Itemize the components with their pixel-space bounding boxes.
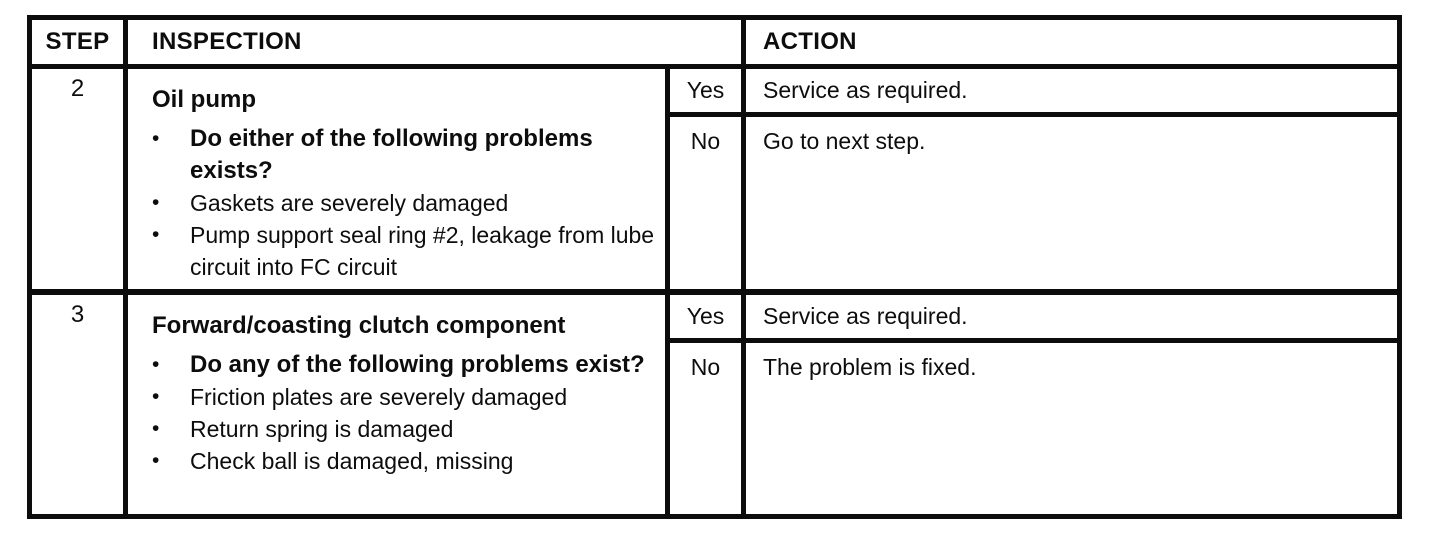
bullet-icon: • (152, 449, 160, 472)
bullet-icon: • (152, 191, 160, 214)
no-label: No (670, 343, 746, 514)
yes-label: Yes (670, 295, 746, 338)
inspection-action-table: STEP INSPECTION ACTION 2 Oil pump • Do e… (27, 15, 1402, 519)
inspection-title: Forward/coasting clutch component (152, 312, 566, 339)
decision-cells: Yes Service as required. No The problem … (670, 295, 1397, 514)
step-column-header: STEP (32, 20, 128, 64)
inspection-bullet-text: Do either of the following problems exis… (190, 125, 593, 184)
bullet-icon: • (152, 417, 160, 440)
decision-cells: Yes Service as required. No Go to next s… (670, 69, 1397, 289)
bullet-icon: • (152, 353, 160, 376)
inspection-column-header: INSPECTION (128, 20, 746, 64)
inspection-bullet-text: Check ball is damaged, missing (190, 448, 514, 474)
no-label: No (670, 117, 746, 289)
inspection-bullet: • Pump support seal ring #2, leakage fro… (152, 219, 655, 283)
inspection-bullet: • Return spring is damaged (152, 413, 655, 445)
action-column-header: ACTION (763, 28, 857, 55)
no-action-text: The problem is fixed. (763, 354, 977, 380)
yes-action-text: Service as required. (763, 77, 968, 103)
table-row-step-3: 3 Forward/coasting clutch component • Do… (32, 295, 1397, 514)
yes-action-text: Service as required. (763, 303, 968, 329)
inspection-bullet: • Do either of the following problems ex… (152, 123, 655, 187)
inspection-bullet: • Do any of the following problems exist… (152, 349, 655, 381)
table-header-row: STEP INSPECTION ACTION (32, 20, 1397, 69)
no-sub-row: No Go to next step. (670, 117, 1397, 289)
inspection-cell: Forward/coasting clutch component • Do a… (128, 295, 670, 514)
inspection-cell: Oil pump • Do either of the following pr… (128, 69, 670, 289)
yes-label: Yes (670, 69, 746, 112)
inspection-bullet-text: Gaskets are severely damaged (190, 190, 509, 216)
inspection-bullet-text: Pump support seal ring #2, leakage from … (190, 222, 655, 280)
no-sub-row: No The problem is fixed. (670, 343, 1397, 514)
no-action-text: Go to next step. (763, 128, 926, 154)
inspection-bullet-text: Do any of the following problems exist? (190, 351, 645, 378)
step-number: 2 (32, 69, 128, 289)
inspection-bullet-text: Return spring is damaged (190, 416, 454, 442)
yes-sub-row: Yes Service as required. (670, 295, 1397, 343)
bullet-icon: • (152, 385, 160, 408)
inspection-bullet: • Gaskets are severely damaged (152, 187, 655, 219)
inspection-bullet: • Check ball is damaged, missing (152, 445, 655, 477)
inspection-title: Oil pump (152, 86, 256, 113)
yes-sub-row: Yes Service as required. (670, 69, 1397, 117)
step-number: 3 (32, 295, 128, 514)
table-row-step-2: 2 Oil pump • Do either of the following … (32, 69, 1397, 295)
bullet-icon: • (152, 223, 160, 246)
inspection-bullet-text: Friction plates are severely damaged (190, 384, 568, 410)
inspection-bullet: • Friction plates are severely damaged (152, 381, 655, 413)
bullet-icon: • (152, 127, 160, 150)
